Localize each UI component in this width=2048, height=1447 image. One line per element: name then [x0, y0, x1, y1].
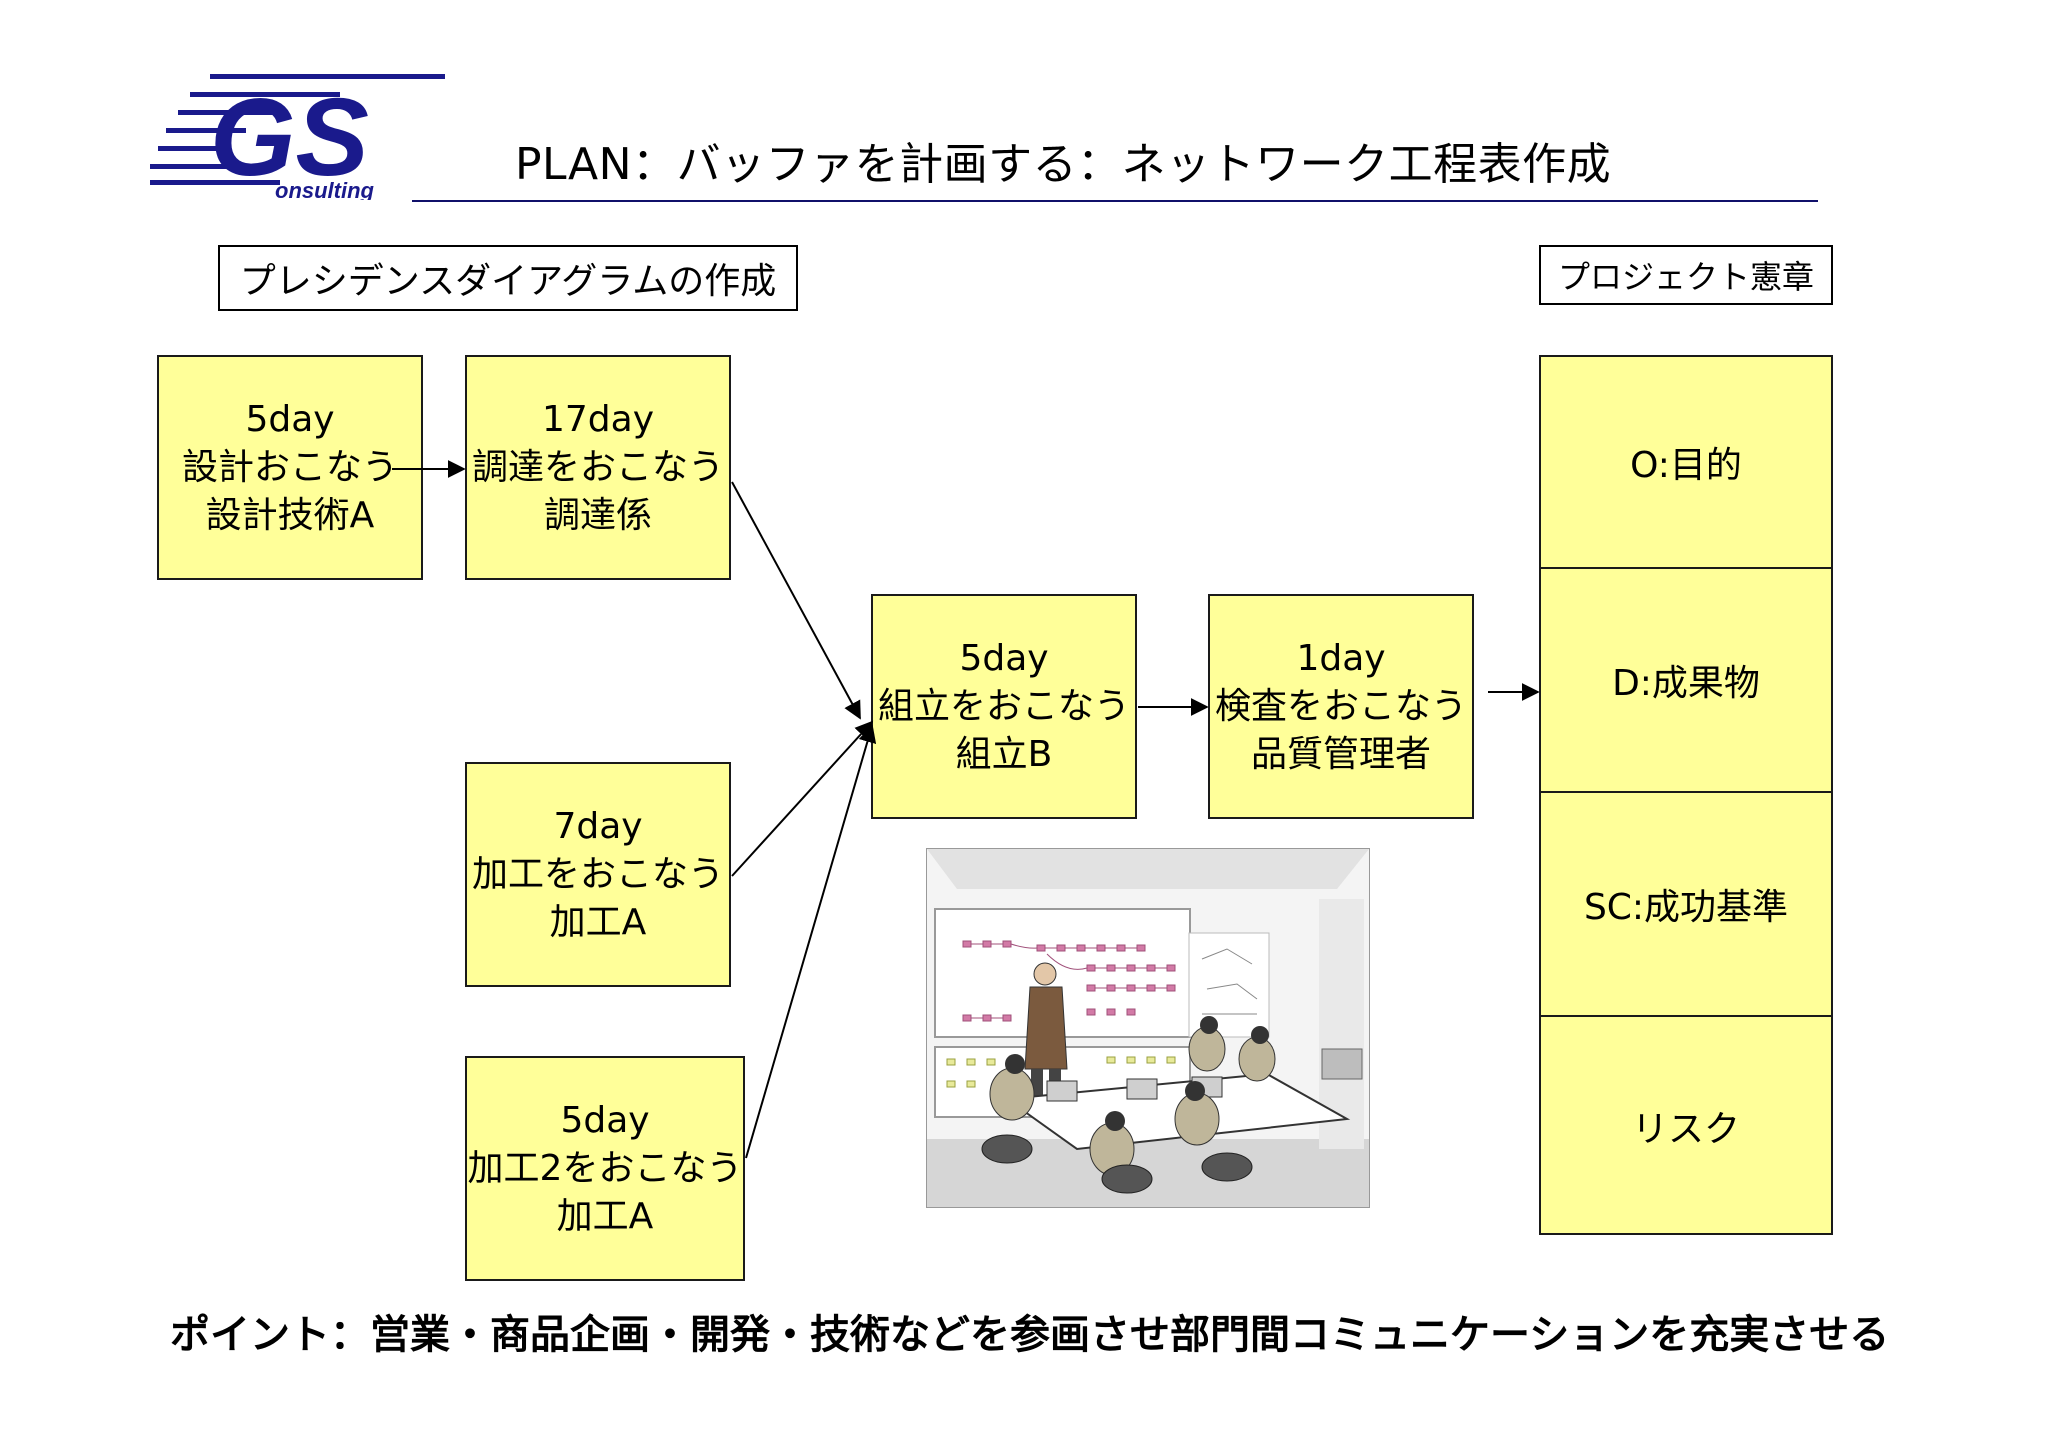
task-node-design: 5day 設計おこなう 設計技術A: [157, 355, 423, 580]
logo-subtext: onsulting: [275, 178, 375, 200]
task-name: 加工をおこなう: [471, 853, 724, 895]
task-node-process1: 7day 加工をおこなう 加工A: [465, 762, 731, 987]
pdm-section-label: プレシデンスダイアグラムの作成: [218, 245, 798, 311]
task-name: 加工2をおこなう: [467, 1147, 743, 1189]
task-resource: 調達係: [543, 494, 652, 536]
page-title: PLAN：バッファを計画する：ネットワーク工程表作成: [515, 139, 1612, 190]
task-resource: 品質管理者: [1250, 733, 1431, 775]
meeting-room-illustration: [926, 848, 1370, 1208]
task-resource: 加工A: [556, 1195, 654, 1237]
key-point-text: ポイント：営業・商品企画・開発・技術などを参画させ部門間コミュニケーションを充実…: [170, 1312, 1890, 1358]
task-resource: 設計技術A: [205, 494, 375, 536]
task-name: 設計おこなう: [181, 446, 398, 488]
task-duration: 7day: [553, 805, 643, 847]
task-name: 組立をおこなう: [877, 685, 1130, 727]
task-name: 調達をおこなう: [471, 446, 724, 488]
project-charter-stack: O:目的 D:成果物 SC:成功基準 リスク: [1539, 355, 1833, 1235]
charter-item-success-criteria: SC:成功基準: [1541, 791, 1831, 1015]
task-duration: 17day: [541, 398, 655, 440]
task-node-assembly: 5day 組立をおこなう 組立B: [871, 594, 1137, 819]
arrow-process2-to-assembly: [745, 724, 877, 1159]
task-duration: 5day: [560, 1099, 650, 1141]
title-divider: [412, 200, 1818, 202]
task-duration: 5day: [245, 398, 335, 440]
arrow-process1-to-assembly: [731, 720, 874, 877]
task-resource: 組立B: [955, 733, 1053, 775]
gs-consulting-logo: GS onsulting: [150, 74, 445, 200]
task-duration: 1day: [1296, 637, 1386, 679]
arrow-procure-to-assembly: [731, 481, 861, 720]
logo-wordmark: GS: [210, 76, 369, 199]
task-node-procure: 17day 調達をおこなう 調達係: [465, 355, 731, 580]
project-charter-label: プロジェクト憲章: [1539, 245, 1833, 305]
charter-item-deliverables: D:成果物: [1541, 567, 1831, 791]
task-name: 検査をおこなう: [1214, 685, 1467, 727]
task-resource: 加工A: [549, 901, 647, 943]
charter-item-objective: O:目的: [1630, 445, 1742, 486]
task-node-process2: 5day 加工2をおこなう 加工A: [465, 1056, 745, 1281]
charter-item-risk: リスク: [1541, 1015, 1831, 1235]
task-node-inspect: 1day 検査をおこなう 品質管理者: [1208, 594, 1474, 819]
task-duration: 5day: [959, 637, 1049, 679]
